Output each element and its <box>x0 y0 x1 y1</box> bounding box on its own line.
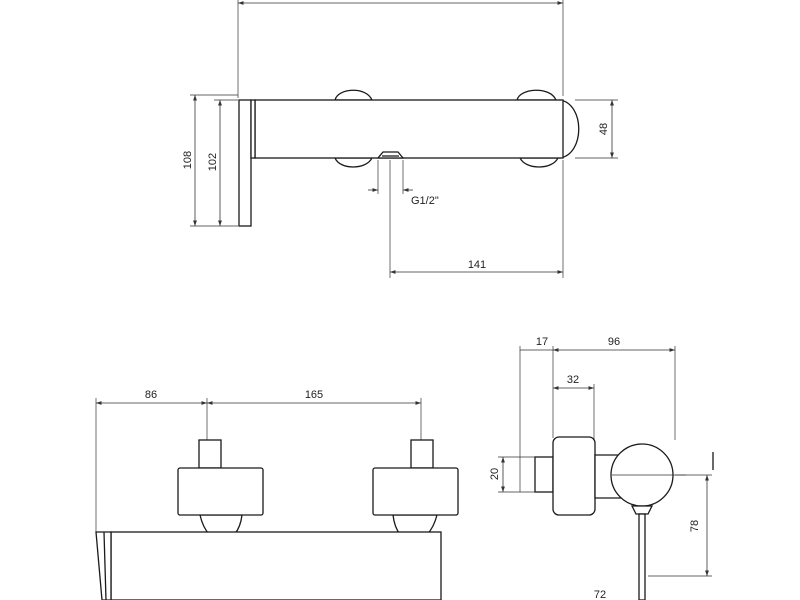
inlet-stub-left <box>198 439 222 469</box>
connector-bump-top-left <box>334 89 373 101</box>
dim-label-inlet-spacing: 165 <box>305 389 323 401</box>
connector-bump-bottom-left <box>334 157 374 168</box>
dim-label-bottom-width: 72 <box>594 589 606 600</box>
dim-label-body-depth: 48 <box>598 123 610 135</box>
dim-label-left-offset: 86 <box>145 389 157 401</box>
outlet-nozzle <box>376 151 405 159</box>
dim-label-handle-height: 78 <box>689 520 701 532</box>
side-view: 17 96 32 20 78 72 <box>489 336 714 600</box>
inlet-stub-right <box>410 439 434 469</box>
inlet-pipe-side <box>534 456 554 493</box>
handle-edge-line <box>103 531 107 600</box>
dim-label-outlet-offset: 141 <box>468 259 486 271</box>
dim-label-eccentric: 32 <box>567 374 579 386</box>
wall-flange-left <box>177 467 264 516</box>
dim-label-thread: G1/2" <box>411 195 439 207</box>
connector-bump-bottom-right <box>518 157 560 168</box>
handle-front <box>95 531 112 600</box>
handle-lever-side <box>638 513 646 600</box>
mixer-body-front <box>110 531 442 600</box>
top-view: 108 102 48 G1/2" 141 <box>182 0 618 278</box>
handle-collar-side <box>630 505 654 515</box>
connector-bump-top-right <box>516 89 557 101</box>
handle-hub <box>250 99 256 159</box>
front-view: 86 165 <box>95 389 459 600</box>
mixer-body <box>254 99 564 159</box>
handle-lever <box>238 99 252 227</box>
dim-label-height-inner: 102 <box>207 153 219 171</box>
dim-label-height-overall: 108 <box>182 151 194 169</box>
dim-label-depth: 96 <box>608 336 620 348</box>
dim-label-inlet-dia: 20 <box>489 468 501 480</box>
wall-flange-side <box>552 436 596 516</box>
wall-flange-right <box>372 467 459 516</box>
dim-label-wall-gap: 17 <box>536 336 548 348</box>
